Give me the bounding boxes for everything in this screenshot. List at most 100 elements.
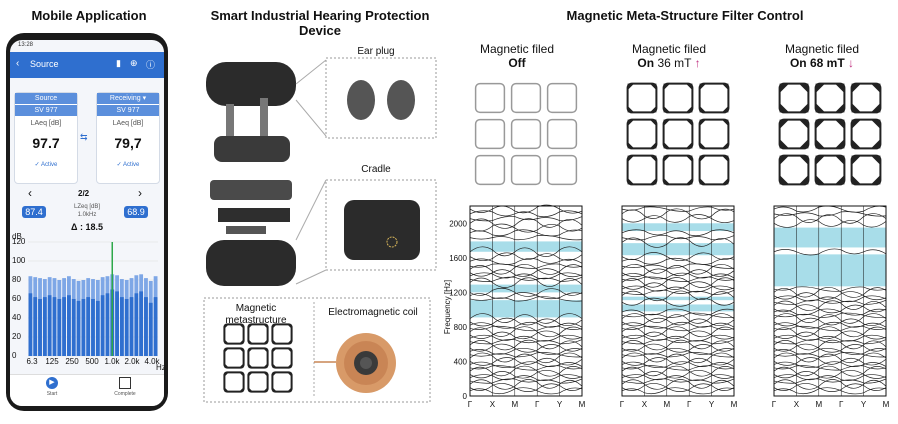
lattice-magnet	[627, 83, 635, 91]
x-tick-label: M	[579, 400, 586, 409]
dispersion-band	[469, 296, 583, 302]
x-tick-label: X	[794, 400, 800, 409]
spectrum-bar-bottom	[47, 295, 52, 356]
dispersion-band	[773, 357, 887, 366]
lattice-magnet	[835, 139, 845, 149]
start-button[interactable]: ▶ Start	[40, 377, 64, 405]
dispersion-band	[621, 330, 735, 340]
lattice-magnet	[663, 105, 671, 113]
receiving-dropdown[interactable]: Receiving ▾	[97, 93, 159, 104]
lattice-magnet	[224, 324, 229, 329]
lattice-magnet	[699, 141, 707, 149]
lattice-magnet	[627, 141, 635, 149]
right-ear-plug-image	[387, 80, 415, 120]
lattice-panel-1	[474, 82, 578, 186]
lattice-panel-2	[626, 82, 730, 186]
lattice-magnet	[263, 339, 268, 344]
next-page-icon[interactable]: ›	[138, 186, 142, 200]
dispersion-band	[469, 313, 583, 324]
spectrum-x-unit: Hz	[156, 363, 164, 372]
lattice-magnet	[721, 83, 729, 91]
band-label: LZeq [dB]	[73, 204, 100, 210]
phone-status-bar: 13:28	[10, 40, 164, 52]
lattice-magnet	[224, 363, 229, 368]
band-level-left: 87.4	[22, 206, 46, 218]
dispersion-band	[773, 352, 887, 364]
lattice-magnet	[649, 177, 657, 185]
dispersion-band	[469, 246, 583, 257]
lattice-cell	[546, 82, 578, 114]
device-icon[interactable]: ▮	[116, 58, 121, 68]
lattice-magnet	[799, 103, 809, 113]
dispersion-band	[469, 352, 583, 358]
x-tick-label: M	[511, 400, 518, 409]
info-icon[interactable]: ⓘ	[146, 60, 156, 70]
lattice-magnet	[224, 372, 229, 377]
x-tick-label: X	[490, 400, 496, 409]
x-tick-label: Y	[861, 400, 867, 409]
page-indicator: 2/2	[78, 189, 90, 198]
dispersion-band	[621, 357, 735, 366]
lattice-magnet	[272, 339, 277, 344]
lattice-magnet	[779, 155, 789, 165]
complete-button[interactable]: Complete	[110, 377, 140, 405]
lattice-cell	[778, 118, 810, 150]
lattice-magnet	[239, 372, 244, 377]
lattice-magnet	[649, 83, 657, 91]
spectrum-bar-bottom	[124, 299, 129, 356]
lattice-magnet	[685, 83, 693, 91]
lattice-cell	[247, 371, 269, 393]
lattice-magnet	[224, 387, 229, 392]
dispersion-band	[621, 263, 735, 269]
dispersion-band	[621, 326, 735, 338]
receiving-level-value: 79,7	[114, 135, 142, 151]
globe-icon[interactable]: ⊕	[130, 58, 138, 68]
dispersion-band	[621, 297, 735, 307]
spectrum-x-tick: 2.0k	[124, 357, 140, 366]
swap-arrows-icon[interactable]: ⇆	[80, 132, 88, 142]
lattice-magnet	[649, 141, 657, 149]
dispersion-band	[621, 369, 735, 379]
field-value-2: 36 mT	[657, 56, 692, 70]
spectrum-x-tick: 250	[65, 357, 79, 366]
device-illustration	[203, 57, 437, 403]
spectrum-bar-bottom	[38, 299, 42, 356]
lattice-magnet	[287, 372, 292, 377]
spectrum-bar-bottom	[105, 293, 110, 356]
lattice-magnet	[685, 177, 693, 185]
metastructure-label: Magnetic metastructure	[225, 303, 287, 326]
bandgap-region	[774, 227, 886, 248]
source-card[interactable]: Source SV 977 LAeq [dB] 97.7 ✓ Active	[14, 92, 78, 184]
lattice-magnet	[721, 105, 729, 113]
lattice-magnet	[851, 83, 861, 93]
dispersion-band	[621, 365, 735, 371]
dispersion-band	[469, 317, 583, 327]
x-tick-label: M	[663, 400, 670, 409]
spectrum-y-tick: 80	[12, 275, 21, 284]
dispersion-band	[469, 347, 583, 355]
dispersion-band	[773, 205, 887, 213]
lattice-magnet	[871, 139, 881, 149]
dispersion-band	[469, 365, 583, 371]
lattice-magnet	[721, 177, 729, 185]
dispersion-band	[621, 289, 735, 295]
receiving-card[interactable]: Receiving ▾ SV 977 LAeq [dB] 79,7 ✓ Acti…	[96, 92, 160, 184]
dispersion-band	[469, 357, 583, 366]
lattice-magnet	[851, 119, 861, 129]
dispersion-band	[621, 313, 735, 324]
lattice-magnet	[287, 363, 292, 368]
dispersion-band	[621, 365, 735, 377]
bandgap-region	[622, 304, 734, 312]
dispersion-band	[469, 204, 583, 214]
prev-page-icon[interactable]: ‹	[28, 186, 32, 200]
lattice-magnet	[663, 141, 671, 149]
back-arrow-icon[interactable]: ‹	[16, 58, 20, 69]
spectrum-bar-bottom	[86, 297, 91, 356]
field-header-1: Magnetic filed Off	[462, 42, 572, 70]
dispersion-band	[469, 252, 583, 262]
dispersion-band	[621, 276, 735, 282]
dispersion-band	[469, 218, 583, 229]
spectrum-x-tick: 1.0k	[104, 357, 120, 366]
lattice-magnet	[779, 103, 789, 113]
app-header: ‹ Source ▮ ⊕ ⓘ	[10, 52, 164, 78]
